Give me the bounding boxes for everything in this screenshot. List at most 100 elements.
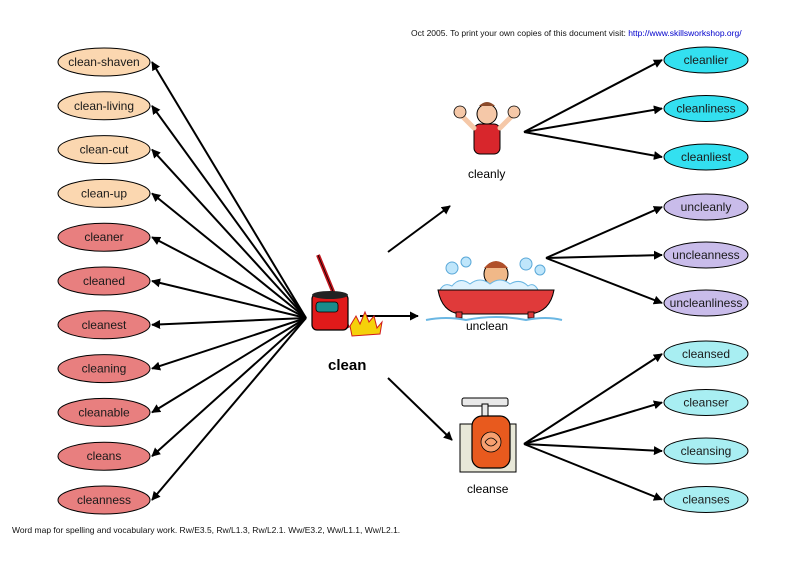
word-node-label: clean-shaven	[68, 55, 139, 69]
word-node-cleans: cleans	[57, 441, 151, 471]
word-node-label: cleanliness	[676, 102, 735, 116]
arrow-to-cleans	[151, 317, 307, 457]
word-node-shape	[663, 437, 749, 465]
arrow-to-cleansing	[523, 443, 663, 456]
word-node-cleanable: cleanable	[57, 397, 151, 427]
arrow-to-cleanlier	[523, 59, 663, 133]
word-node-label: cleanlier	[684, 53, 729, 67]
word-node-shape	[57, 91, 151, 121]
word-node-label: uncleanly	[681, 200, 732, 214]
word-node-cleanser: cleanser	[663, 389, 749, 416]
word-node-uncleanly: uncleanly	[663, 193, 749, 221]
arrow-to-cleanliest	[523, 131, 663, 160]
word-node-cleanest: cleanest	[57, 310, 151, 340]
word-node-label: cleanliest	[681, 150, 732, 164]
word-node-shape	[57, 441, 151, 471]
word-node-label: uncleanliness	[670, 296, 743, 310]
word-node-shape	[663, 241, 749, 269]
word-node-uncleanliness: uncleanliness	[663, 289, 749, 317]
word-node-clean-shaven: clean-shaven	[57, 47, 151, 77]
arrows-layer	[151, 59, 663, 501]
bathtub-person-icon	[425, 256, 563, 322]
arrow-to-clean-shaven	[151, 61, 307, 319]
arrow-to-cleanliness	[523, 105, 663, 133]
word-node-shape	[57, 310, 151, 340]
cleaning-bucket-icon	[311, 254, 383, 337]
word-node-shape	[663, 486, 749, 513]
word-node-clean-cut: clean-cut	[57, 135, 151, 165]
word-node-label: cleaner	[84, 230, 123, 244]
word-node-uncleanness: uncleanness	[663, 241, 749, 269]
word-node-cleanses: cleanses	[663, 486, 749, 513]
word-node-clean-up: clean-up	[57, 178, 151, 208]
word-node-cleanliest: cleanliest	[663, 143, 749, 171]
word-node-shape	[57, 485, 151, 515]
header-link[interactable]: http://www.skillsworkshop.org/	[628, 28, 742, 38]
word-node-cleaning: cleaning	[57, 354, 151, 384]
arrow-to-cleanable	[151, 317, 307, 414]
arrow-to-clean-cut	[151, 148, 307, 319]
word-node-label: cleansing	[681, 444, 732, 458]
word-node-shape	[57, 47, 151, 77]
word-node-shape	[57, 178, 151, 208]
arrow-to-cleaning	[151, 317, 307, 371]
arrow-to-clean-living	[151, 105, 307, 319]
word-node-shape	[57, 266, 151, 296]
arrow-to-cleanly	[387, 205, 451, 253]
arrow-to-cleanses	[523, 443, 663, 501]
arrow-to-cleaned	[151, 278, 307, 319]
arrow-to-uncleanliness	[545, 257, 663, 305]
arrow-to-cleaner	[151, 236, 307, 319]
word-node-cleanliness: cleanliness	[663, 95, 749, 122]
branch-cleanly: cleanly	[468, 167, 505, 181]
word-node-clean-living: clean-living	[57, 91, 151, 121]
arrow-to-uncleanly	[545, 206, 663, 259]
word-node-shape	[57, 354, 151, 384]
word-node-shape	[663, 46, 749, 74]
word-node-label: cleaned	[83, 274, 125, 288]
word-node-label: clean-cut	[80, 143, 129, 157]
word-node-shape	[663, 143, 749, 171]
word-node-label: clean-up	[81, 186, 127, 200]
word-node-label: cleaning	[82, 362, 127, 376]
word-node-shape	[663, 289, 749, 317]
word-node-shape	[663, 389, 749, 416]
word-node-label: uncleanness	[672, 248, 739, 262]
header-note: Oct 2005. To print your own copies of th…	[411, 28, 742, 38]
word-node-shape	[663, 340, 749, 368]
nodes-layer: clean-shaven clean-living clean-cut clean-u…	[57, 46, 749, 515]
center-word: clean	[328, 357, 366, 374]
clean-hands-person-icon	[453, 102, 521, 155]
branch-unclean: unclean	[466, 319, 508, 333]
word-node-shape	[663, 95, 749, 122]
soap-dispenser-icon	[459, 397, 517, 473]
branch-cleanse: cleanse	[467, 482, 509, 496]
word-node-shape	[663, 193, 749, 221]
word-node-cleaner: cleaner	[57, 222, 151, 252]
word-node-shape	[57, 222, 151, 252]
word-node-label: cleanness	[77, 493, 131, 507]
word-node-label: cleanses	[682, 493, 729, 507]
word-node-label: cleanser	[683, 396, 728, 410]
word-node-shape	[57, 135, 151, 165]
word-node-cleaned: cleaned	[57, 266, 151, 296]
word-node-cleansing: cleansing	[663, 437, 749, 465]
arrow-to-clean-up	[151, 192, 307, 319]
arrow-to-cleanness	[151, 317, 307, 501]
footer-note: Word map for spelling and vocabulary wor…	[12, 525, 400, 535]
word-node-label: cleansed	[682, 347, 730, 361]
word-node-label: clean-living	[74, 99, 134, 113]
arrow-to-cleanser	[523, 400, 663, 445]
arrow-to-uncleanness	[545, 250, 663, 260]
word-node-cleansed: cleansed	[663, 340, 749, 368]
word-node-label: cleans	[87, 449, 122, 463]
arrow-to-cleanest	[151, 317, 307, 329]
word-node-cleanlier: cleanlier	[663, 46, 749, 74]
word-node-label: cleanest	[82, 318, 127, 332]
word-node-shape	[57, 397, 151, 427]
word-node-cleanness: cleanness	[57, 485, 151, 515]
word-node-label: cleanable	[78, 405, 130, 419]
arrow-to-cleansed	[523, 353, 663, 445]
arrow-to-cleanse	[387, 377, 453, 441]
